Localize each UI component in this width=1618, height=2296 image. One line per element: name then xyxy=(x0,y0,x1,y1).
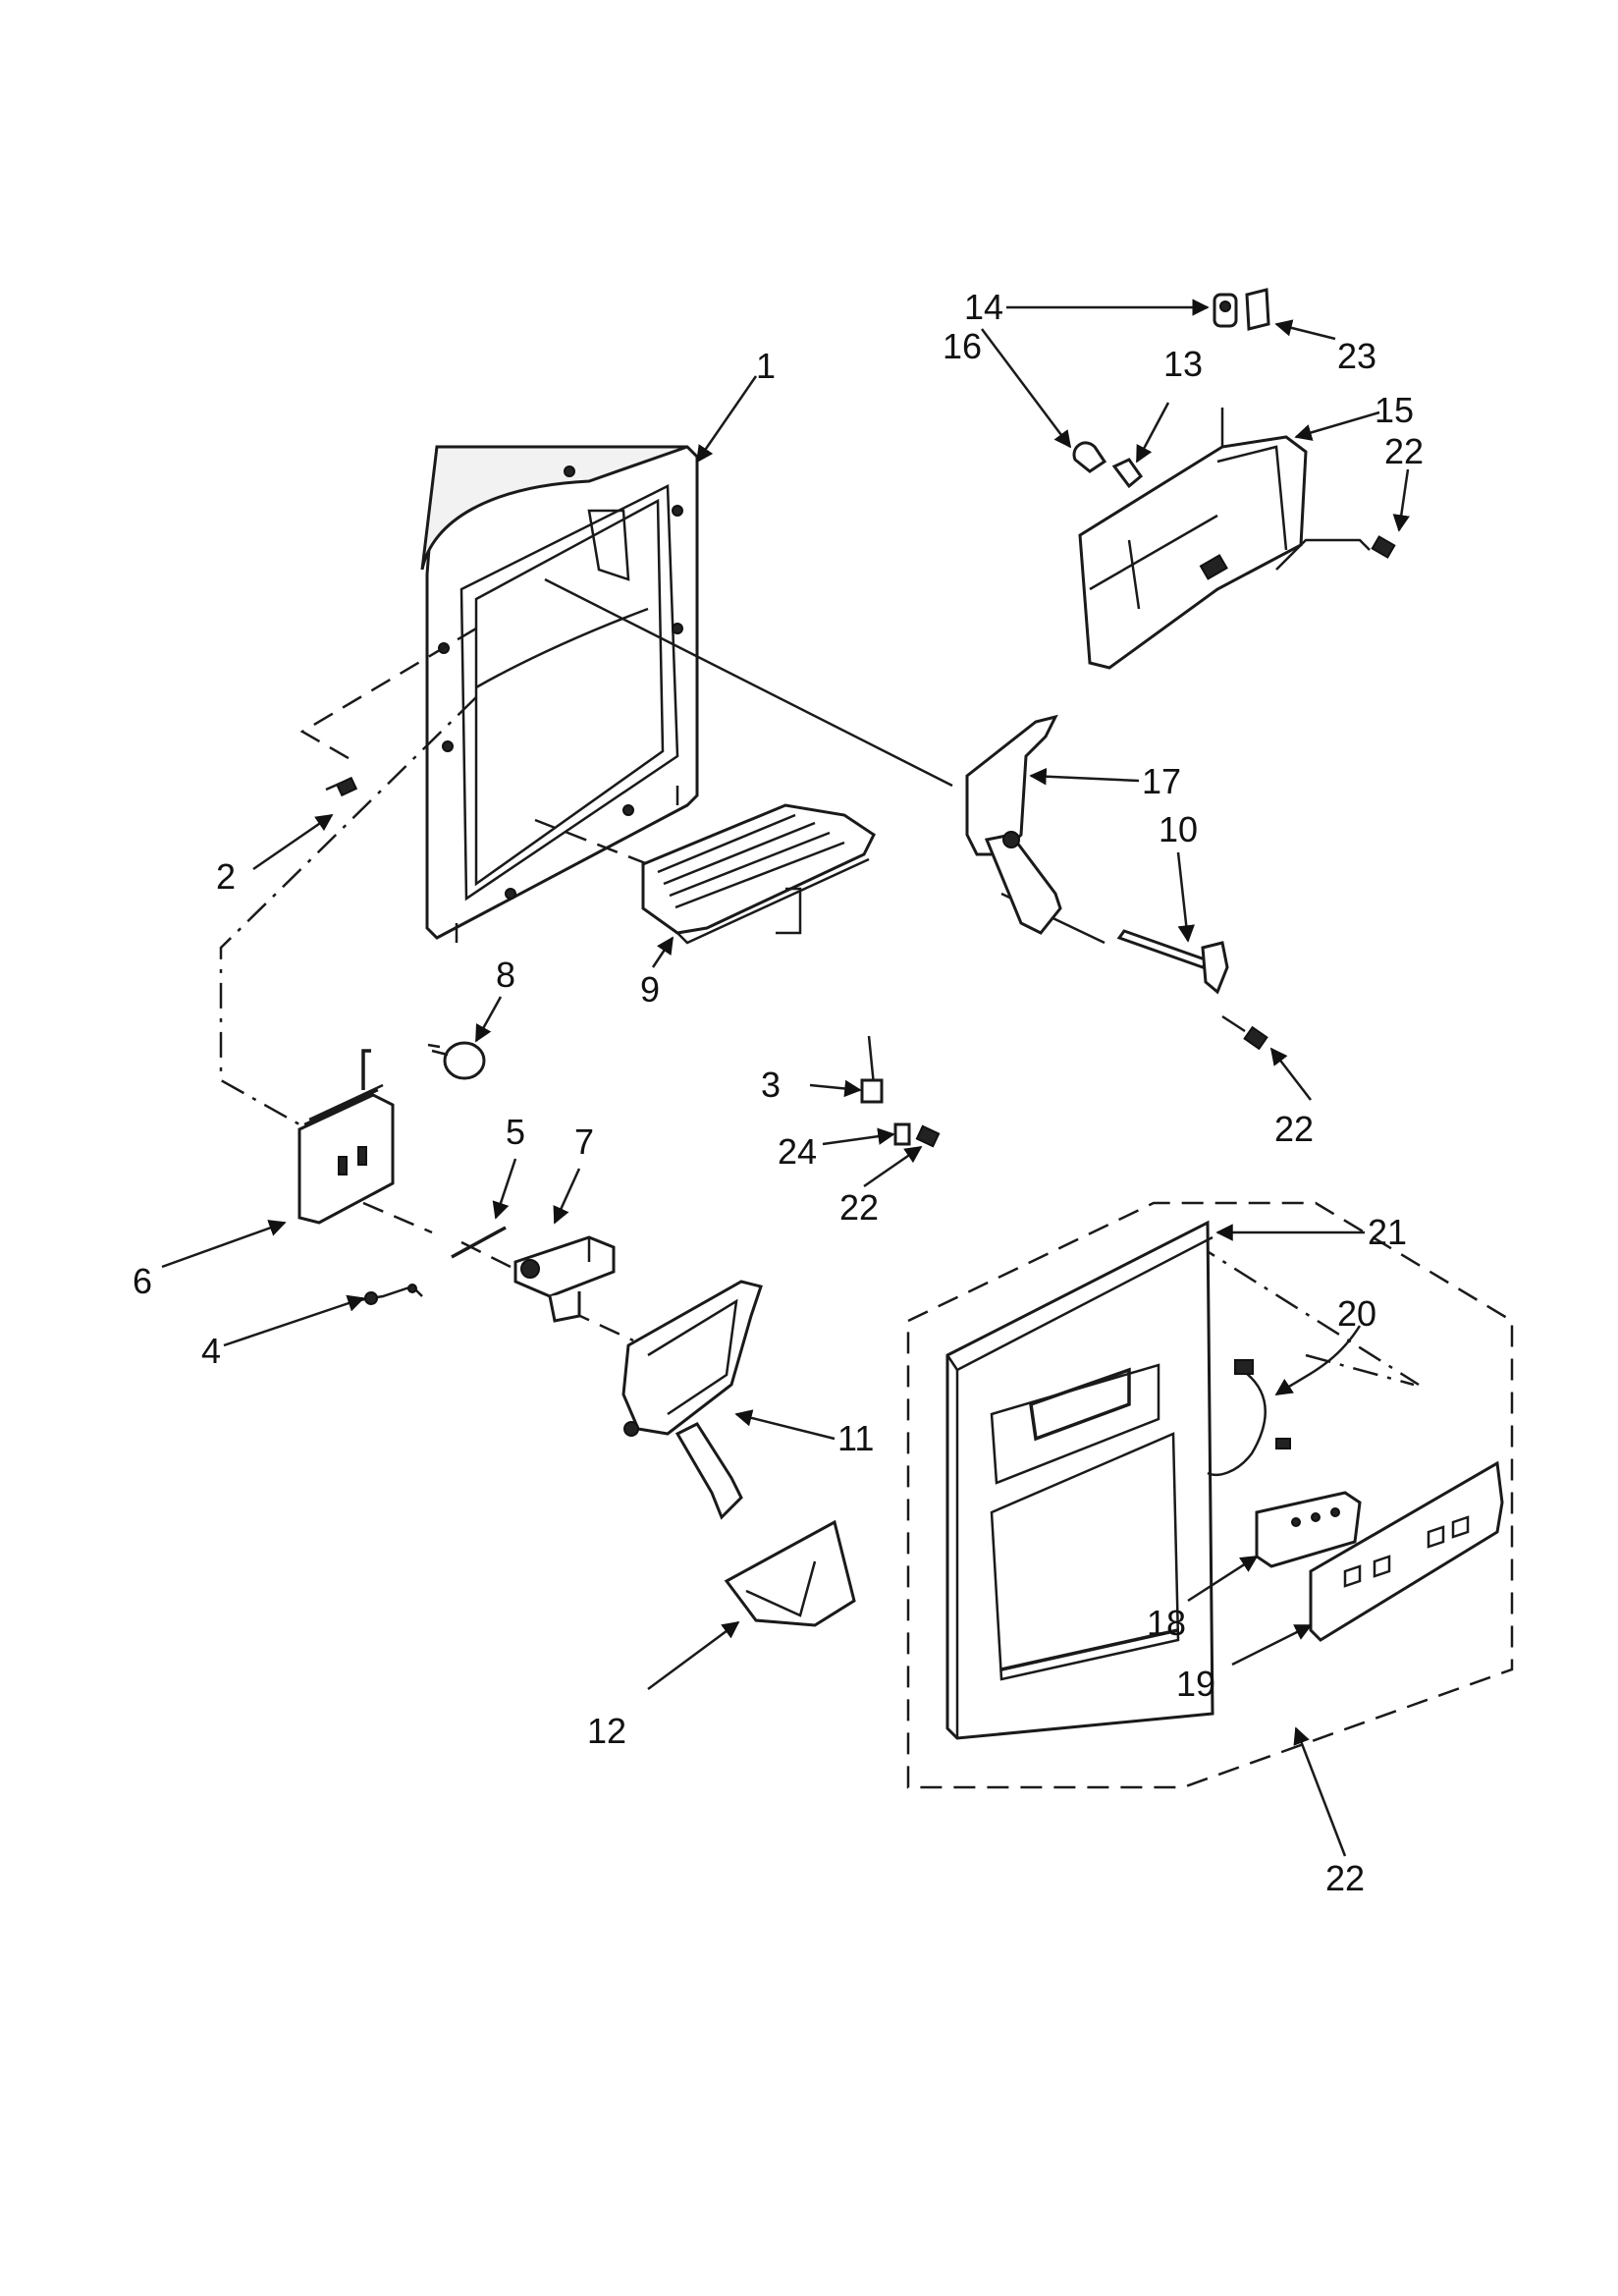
callout-21: 21 xyxy=(1368,1212,1407,1252)
leader-lines xyxy=(161,299,1410,1857)
part-16-bulb xyxy=(1072,441,1107,473)
callout-14: 14 xyxy=(964,287,1003,327)
part-22-screw-b xyxy=(1221,1014,1268,1051)
callout-4: 4 xyxy=(201,1331,221,1371)
part-20-harness xyxy=(1207,1359,1291,1477)
part-14-socket xyxy=(1213,293,1238,328)
part-21-panel xyxy=(945,1220,1214,1740)
part-6-box xyxy=(297,1049,395,1225)
callout-16: 16 xyxy=(943,326,982,366)
callout-23: 22 xyxy=(1325,1858,1365,1898)
part-13-socket xyxy=(1111,458,1144,489)
callout-9: 9 xyxy=(640,969,660,1010)
callout-13: 13 xyxy=(1163,344,1203,384)
callout-7: 7 xyxy=(574,1121,594,1162)
part-1-housing xyxy=(420,445,699,943)
callout-3: 3 xyxy=(761,1065,781,1105)
part-5-pin xyxy=(451,1226,507,1259)
callout-22a: 22 xyxy=(1384,431,1424,471)
callout-25: 24 xyxy=(778,1131,817,1172)
callout-1: 1 xyxy=(756,346,776,386)
part-3-switch xyxy=(860,1035,884,1104)
callout-22b: 22 xyxy=(1274,1109,1314,1149)
callout-22c: 22 xyxy=(839,1187,879,1228)
callout-15: 15 xyxy=(1375,390,1414,430)
callout-2: 2 xyxy=(216,856,236,897)
part-9-grille xyxy=(641,803,876,945)
callout-6: 6 xyxy=(133,1261,152,1301)
part-4-spring xyxy=(352,1284,423,1305)
part-24-plate xyxy=(1245,288,1270,331)
part-12-cup xyxy=(724,1519,856,1627)
part-25-clip xyxy=(893,1122,911,1146)
callout-11: 11 xyxy=(837,1418,874,1458)
callout-19: 19 xyxy=(1176,1664,1215,1704)
callout-10: 10 xyxy=(1159,809,1198,849)
callout-17: 17 xyxy=(1142,761,1181,801)
callout-18: 18 xyxy=(1147,1603,1186,1643)
part-22-screw-a xyxy=(1371,535,1396,559)
callout-5: 5 xyxy=(506,1112,525,1152)
part-15-housing xyxy=(1078,435,1308,670)
callout-8: 8 xyxy=(496,955,515,995)
callout-24: 23 xyxy=(1337,336,1376,376)
part-11-flapper xyxy=(621,1280,763,1520)
part-7-solenoid xyxy=(513,1235,616,1323)
part-17-lever xyxy=(965,714,1062,935)
callout-12: 12 xyxy=(587,1711,626,1751)
part-23-assembly-outline xyxy=(906,1201,1514,1789)
callout-20: 20 xyxy=(1337,1293,1376,1334)
part-2-screw xyxy=(325,776,358,797)
part-8-component xyxy=(427,1041,486,1080)
callout-labels: 1 2 3 4 5 6 7 8 9 10 11 12 13 14 15 16 1… xyxy=(133,287,1424,1898)
part-10-rod xyxy=(1116,929,1229,995)
part-19-overlay xyxy=(1309,1460,1504,1642)
part-22-screw-c xyxy=(915,1124,941,1148)
